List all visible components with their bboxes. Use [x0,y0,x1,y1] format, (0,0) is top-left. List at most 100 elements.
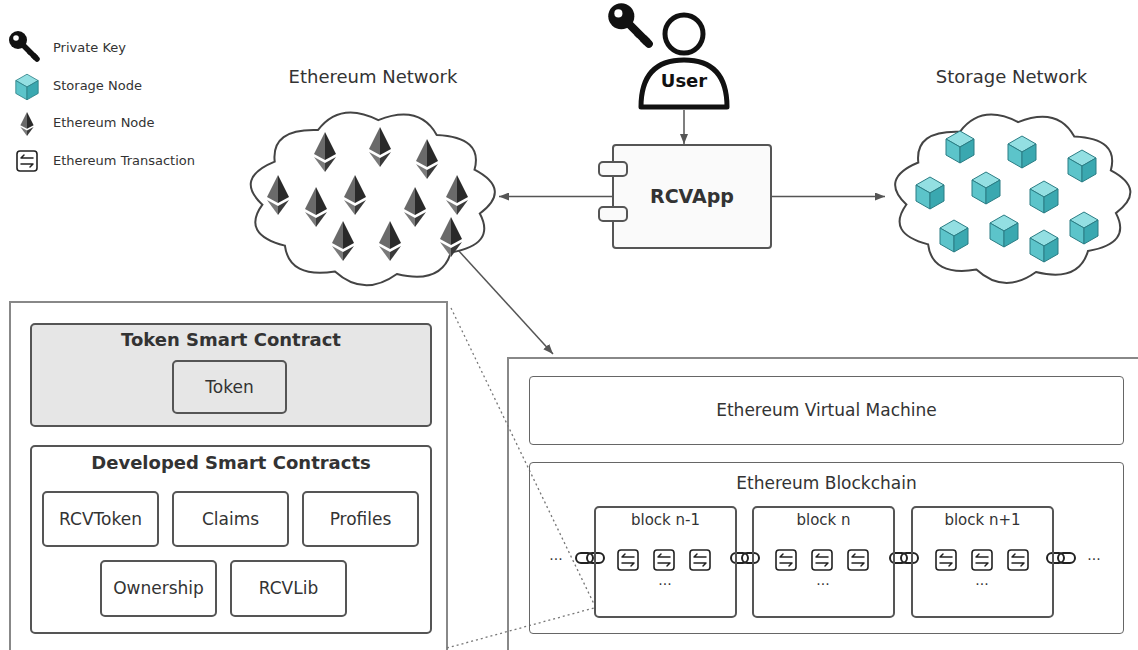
tx-frame [936,550,956,570]
eth-face [451,217,462,245]
eth-face [380,152,391,167]
cloud-outline [251,112,495,285]
private-key-icon [9,31,38,60]
storage-node-icon [1030,181,1058,213]
eth-face [355,175,366,203]
eth-face [440,217,451,245]
tx-arrows [622,554,634,566]
node-label: block n+1 [944,511,1020,529]
contracts-panel [10,302,447,650]
eth-face [332,221,343,249]
cube-face [16,81,27,100]
contract-box: RCVLib [230,560,347,617]
eth-face [344,175,355,203]
node-label: Token Smart Contract [121,329,341,351]
transaction-icon [17,151,37,171]
key-tooth [27,50,32,55]
cube-face [1068,158,1082,182]
user-actor: User [636,8,732,110]
node-label: Profiles [330,509,392,529]
cube-face [946,139,960,163]
key-bow [608,3,634,29]
cube-face [1082,158,1096,182]
key-tooth [640,35,650,45]
key-hole [614,9,622,17]
node-label: Ethereum Virtual Machine [716,400,937,420]
eth-face [344,200,355,215]
ethereum-node-icon [379,221,401,261]
eth-face [305,212,316,227]
ethereum-node-icon [314,132,336,172]
connector-arrow [683,110,685,144]
eth-face [369,152,380,167]
eth-face [343,221,354,249]
person-body [641,60,727,107]
ellipsis-label: ... [975,573,988,587]
cloud-outline-svg [885,62,1138,284]
tx-arrows [1012,554,1024,566]
tx-arrows [658,554,670,566]
eth-face [267,175,278,203]
legend-label: Private Key [53,40,126,56]
key-hole [13,35,19,41]
contract-group: Token Smart ContractToken [30,323,432,427]
eth-face [20,112,27,129]
component-tab [599,207,627,221]
node-label: Developed Smart Contracts [91,452,371,474]
chain-link [1058,553,1075,563]
cube-face [1044,189,1058,213]
ellipsis-label: ... [658,573,671,587]
tx-arrows [976,554,988,566]
ethereum-node-icon [267,175,289,215]
contract-box: Claims [172,491,289,547]
connector-arrow [772,196,885,198]
contract-box: Profiles [302,491,419,547]
evm-box: Ethereum Virtual Machine [529,376,1124,445]
cube-face [1070,220,1084,244]
eth-face [446,200,457,215]
transaction-icon [848,550,868,570]
ethereum-node-icon [440,217,462,257]
ethereum-node-panel [508,358,1138,650]
person-head [665,15,703,53]
eth-face [20,127,27,136]
eth-face [451,242,462,257]
cube-face [1030,189,1044,213]
tx-arrows [780,554,792,566]
eth-face [314,132,325,160]
tx-arrows [694,554,706,566]
chain-link [890,553,907,563]
tx-frame [618,550,638,570]
cube-face [960,139,974,163]
ellipsis-label: ... [1087,548,1100,562]
node-label: Ownership [113,578,204,598]
ethereum-node-icon [20,112,33,136]
storage-node-icon [972,172,1000,204]
component-tab [599,162,627,176]
eth-face [415,187,426,215]
node-label: RCVToken [59,509,142,529]
transaction-icon [690,550,710,570]
tx-frame [1008,550,1028,570]
transaction-icon [776,550,796,570]
tx-frame [690,550,710,570]
eth-face [27,112,34,129]
chain-link [1047,553,1064,563]
eth-face [343,246,354,261]
cube-face [1084,220,1098,244]
ethereum-node-icon [344,175,366,215]
node-label: RCVApp [650,185,734,208]
transaction-icon [972,550,992,570]
eth-face [305,187,316,215]
node-label: Ethereum Network [289,66,458,88]
contract-group: Developed Smart ContractsRCVToken Claims P… [30,445,432,634]
eth-face [457,175,468,203]
eth-face [390,246,401,261]
node-label: RCVLib [259,578,318,598]
transaction-icon [936,550,956,570]
zoom-line [447,608,594,648]
node-label: User [661,70,707,92]
tx-frame [812,550,832,570]
icon-layer [9,3,1075,570]
ethereum-node-icon [404,187,426,227]
